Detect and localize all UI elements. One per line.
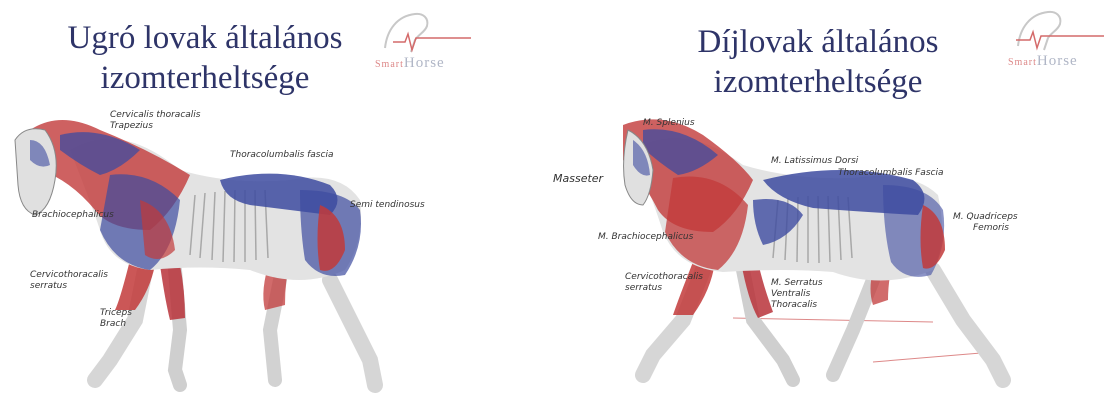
- jumping-horse-muscle-illustration: [0, 0, 540, 398]
- panel-dressage-horses: Díjlovak általános izomterheltsége Smart…: [553, 0, 1106, 398]
- ground-line: [733, 318, 933, 322]
- label-masseter: Masseter: [553, 172, 603, 185]
- forearm-muscle-2: [160, 265, 185, 320]
- hind-leg-2: [330, 280, 375, 385]
- dressage-horse-muscle-illustration: [553, 0, 1106, 398]
- label-brachiocephalicus: Brachiocephalicus: [32, 210, 114, 220]
- ground-line-2: [873, 352, 993, 362]
- hind-leg-1: [833, 280, 873, 375]
- hind-leg-2: [933, 270, 1003, 380]
- label-thoracolumbalis: Thoracolumbalis fascia: [230, 150, 333, 160]
- label-thoracolumbalis: Thoracolumbalis Fascia: [838, 168, 943, 178]
- label-splenius: M. Splenius: [643, 118, 695, 128]
- label-latissimus-dorsi: M. Latissimus Dorsi: [771, 156, 858, 166]
- label-semitendinosus: Semi tendinosus: [350, 200, 425, 210]
- label-brachiocephalicus: M. Brachiocephalicus: [598, 232, 693, 242]
- panel-jumping-horses: Ugró lovak általános izomterheltsége Sma…: [0, 0, 540, 398]
